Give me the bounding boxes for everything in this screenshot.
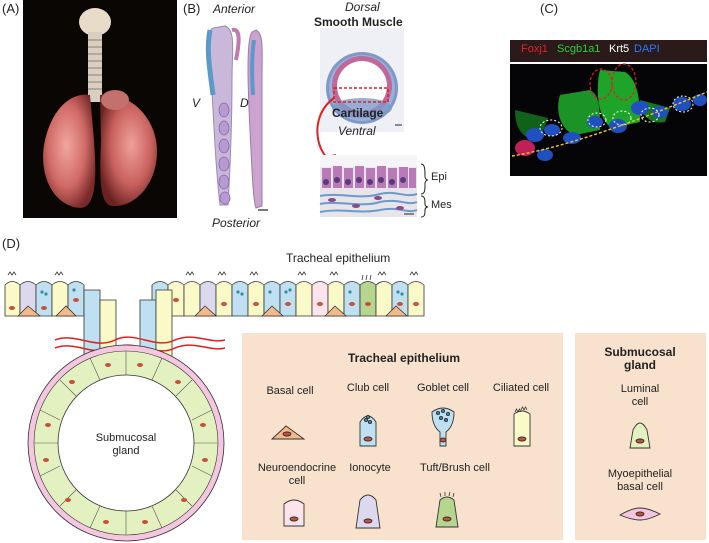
label-neuroendocrine-cell: Neuroendocrine cell [257,462,337,487]
label-epi: Epi [431,171,447,183]
label-luminal-cell: Luminal cell [620,383,660,408]
label-posterior: Posterior [212,216,261,230]
label-club-cell: Club cell [346,382,390,394]
stain-krt5: Krt5 [609,43,630,55]
legend-title-gland: Submucosal gland [604,345,676,372]
label-anterior: Anterior [213,2,256,16]
panel-d-letter: (D) [2,236,21,251]
panel-c-letter: (C) [540,1,559,16]
label-basal-cell: Basal cell [266,385,314,397]
stain-scgb1a1: Scgb1a1 [557,43,601,55]
label-ventral-letter: V [192,96,201,110]
label-myoepithelial-basal-cell: Myoepithelial basal cell [607,468,673,493]
label-cartilage: Cartilage [332,106,384,120]
label-dorsal: Dorsal [345,0,380,14]
label-dorsal-letter: D [240,96,249,110]
panel-c-legend-bar [510,40,707,62]
panel-a-letter: (A) [2,1,20,16]
label-ciliated-cell: Ciliated cell [492,382,550,394]
stain-foxj1: Foxj1 [521,43,548,55]
submucosal-gland-label: Submucosal gland [95,432,157,457]
panel-b-letter: (B) [183,1,201,16]
label-mes: Mes [431,199,452,211]
label-ionocyte: Ionocyte [349,462,391,474]
label-ventral: Ventral [338,124,376,138]
label-tuft-brush-cell: Tuft/Brush cell [420,462,490,474]
label-goblet-cell: Goblet cell [417,382,469,394]
stain-dapi: DAPI [634,43,660,55]
label-smooth-muscle: Smooth Muscle [314,15,403,29]
legend-title-tracheal: Tracheal epithelium [348,351,461,365]
tracheal-epithelium-title: Tracheal epithelium [286,251,391,265]
